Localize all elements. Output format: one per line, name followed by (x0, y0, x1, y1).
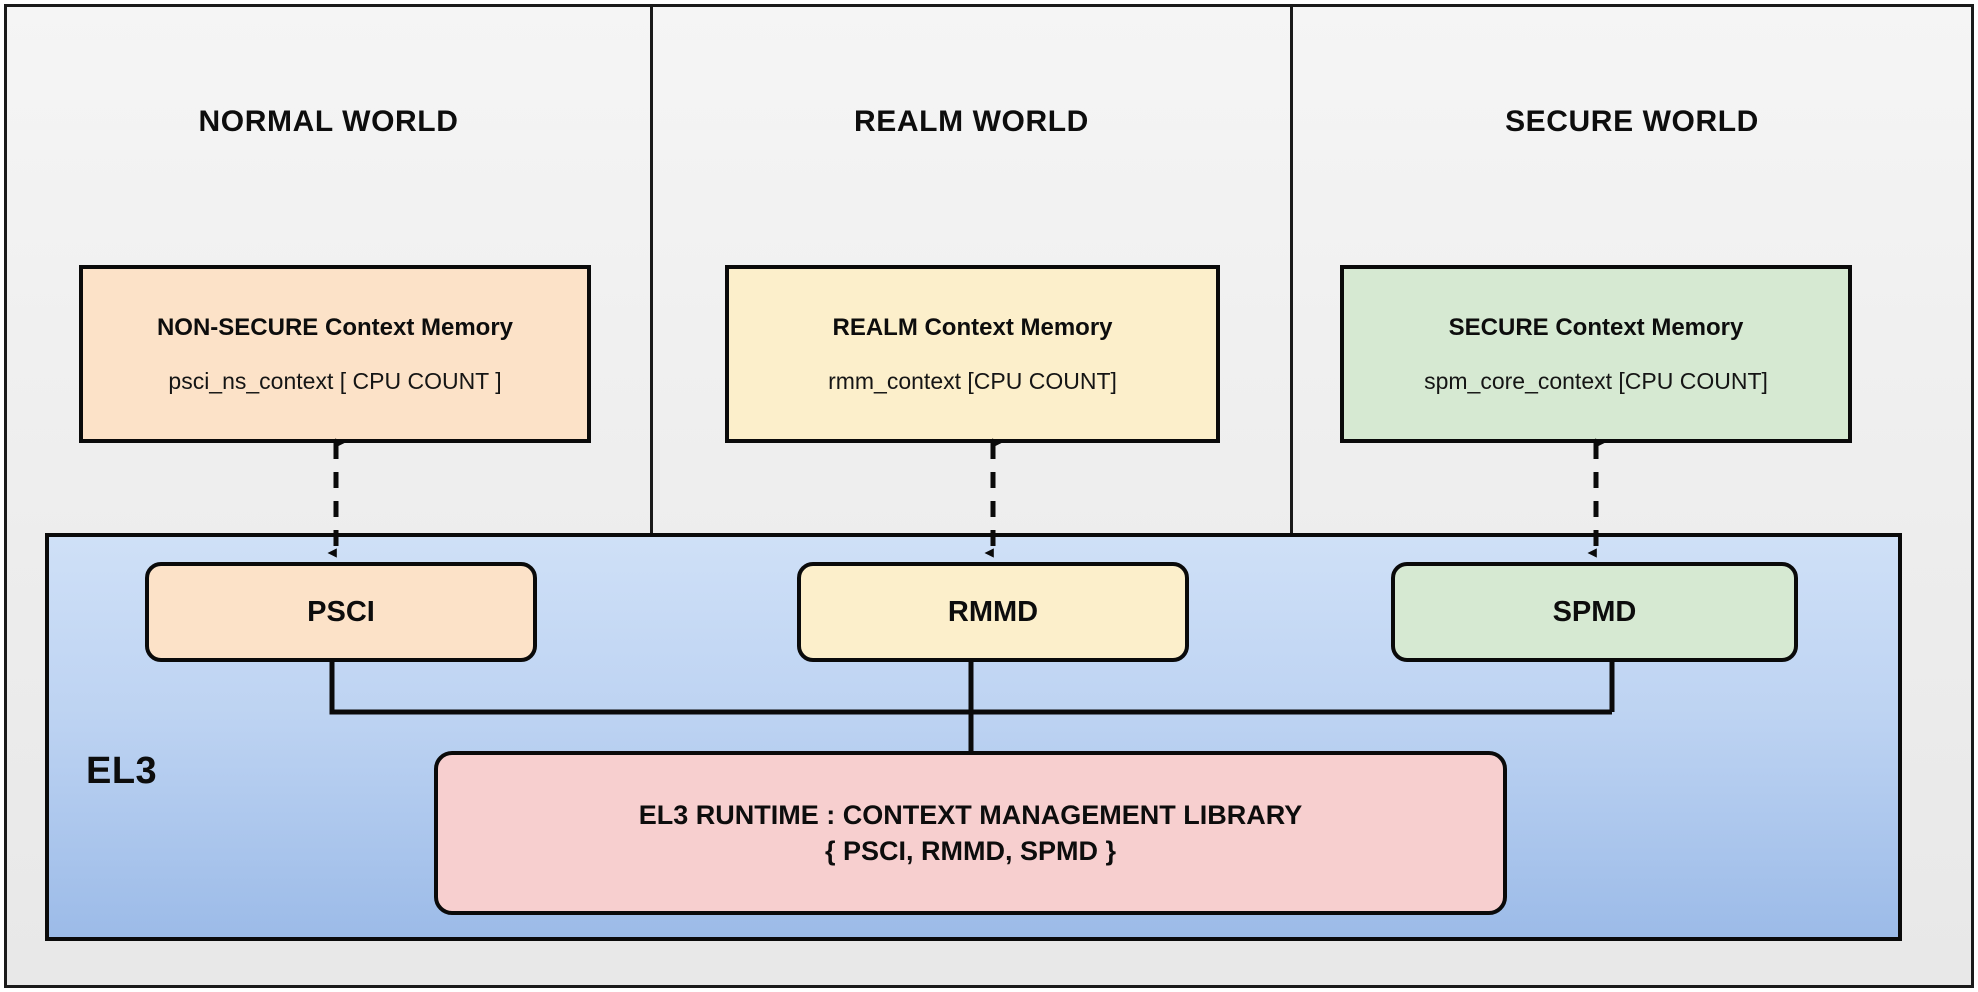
runtime-library-line-1: EL3 RUNTIME : CONTEXT MANAGEMENT LIBRARY (638, 799, 1303, 830)
world-title-realm: REALM WORLD (854, 105, 1089, 138)
world-column-realm: REALM WORLD REALM Context Memory rmm_con… (653, 7, 1293, 534)
world-column-secure: SECURE WORLD SECURE Context Memory spm_c… (1293, 7, 1971, 534)
context-memory-symbol-non-secure: psci_ns_context [ CPU COUNT ] (168, 367, 502, 394)
el3-label: EL3 (86, 750, 158, 792)
dispatcher-spmd-label: SPMD (1552, 595, 1637, 628)
context-memory-box-secure: SECURE Context Memory spm_core_context [… (1340, 265, 1852, 443)
context-memory-symbol-secure: spm_core_context [CPU COUNT] (1424, 367, 1768, 394)
context-memory-title-non-secure: NON-SECURE Context Memory (156, 313, 514, 341)
context-memory-box-non-secure: NON-SECURE Context Memory psci_ns_contex… (79, 265, 591, 443)
runtime-library-line-2: { PSCI, RMMD, SPMD } (824, 836, 1117, 866)
dispatcher-psci-label: PSCI (307, 595, 375, 628)
dispatcher-spmd: SPMD (1391, 562, 1798, 662)
dispatcher-rmmd-label: RMMD (947, 595, 1039, 628)
world-title-secure: SECURE WORLD (1505, 105, 1759, 138)
context-memory-symbol-realm: rmm_context [CPU COUNT] (828, 367, 1117, 394)
world-column-normal: NORMAL WORLD NON-SECURE Context Memory p… (7, 7, 653, 534)
world-title-normal: NORMAL WORLD (198, 105, 459, 138)
el3-runtime-context-management-library: EL3 RUNTIME : CONTEXT MANAGEMENT LIBRARY… (434, 751, 1507, 915)
context-memory-box-realm: REALM Context Memory rmm_context [CPU CO… (725, 265, 1220, 443)
context-memory-title-realm: REALM Context Memory (832, 313, 1113, 341)
dispatcher-rmmd: RMMD (797, 562, 1189, 662)
context-memory-title-secure: SECURE Context Memory (1448, 313, 1744, 341)
dispatcher-psci: PSCI (145, 562, 537, 662)
